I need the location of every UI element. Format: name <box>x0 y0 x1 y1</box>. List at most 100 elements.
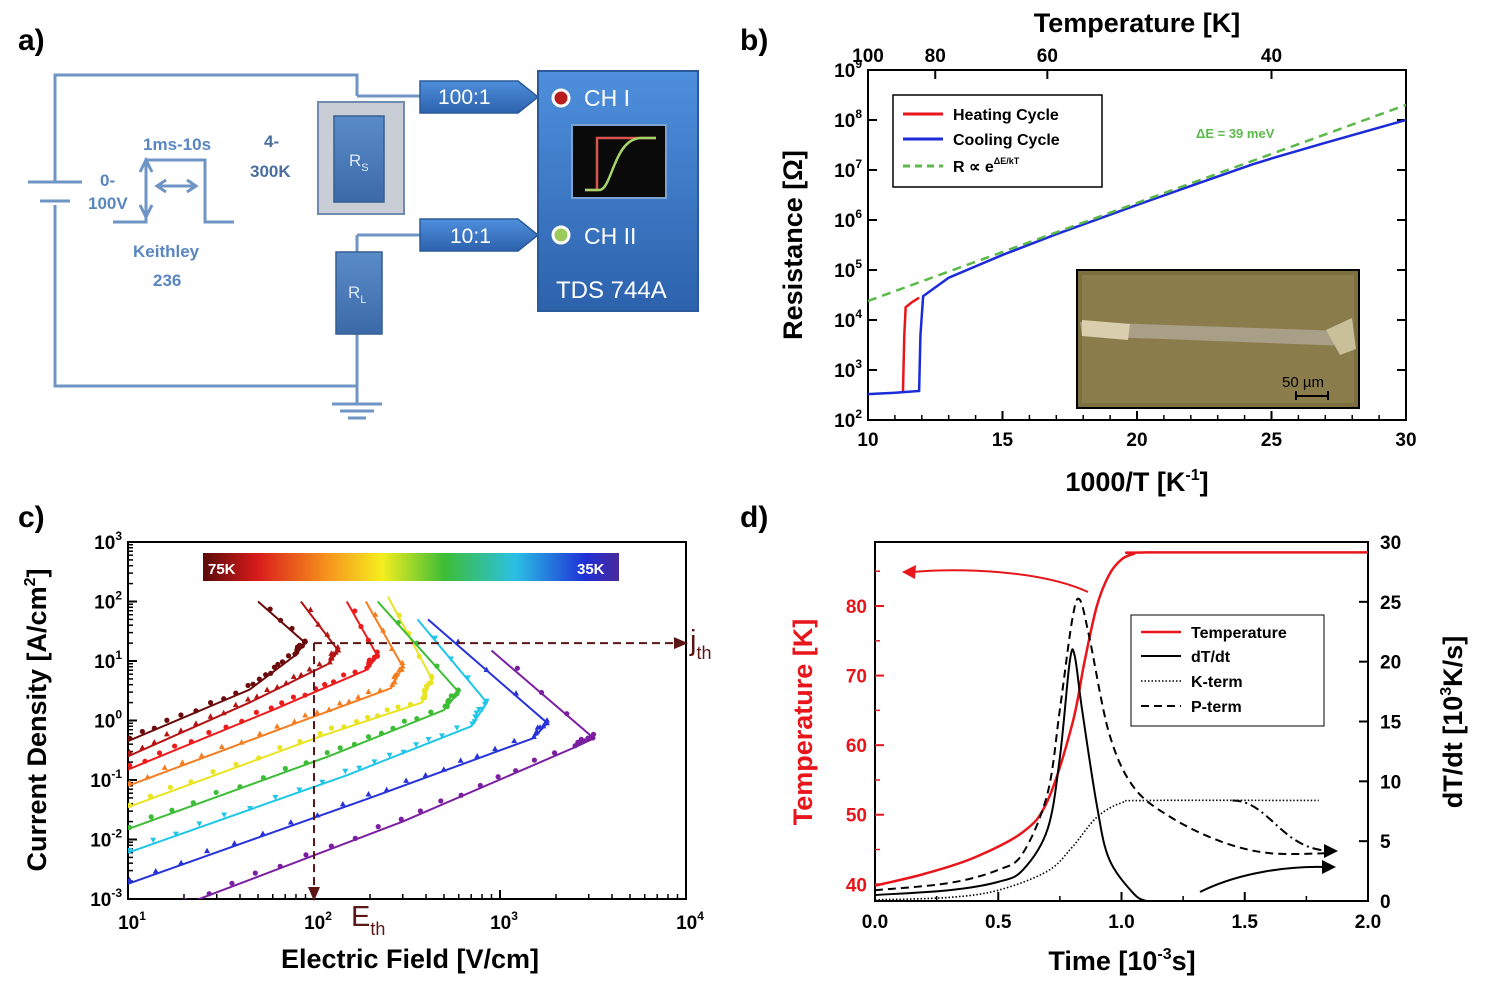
data-point <box>440 766 447 772</box>
chart-d-right-axis-title: dT/dt [103K/s] <box>1438 636 1468 808</box>
data-point <box>374 649 380 655</box>
activation-energy-annotation: ΔE = 39 meV <box>1196 126 1275 141</box>
x-tick-label: 2.0 <box>1355 912 1381 933</box>
data-point <box>438 733 445 739</box>
data-point <box>267 606 273 612</box>
data-point <box>434 663 440 669</box>
data-point <box>253 693 260 699</box>
data-point <box>464 675 471 681</box>
data-point <box>279 659 286 665</box>
ch1-label: CH I <box>584 85 630 111</box>
data-point <box>351 741 357 747</box>
data-point <box>514 665 520 671</box>
legend-temperature-label: Temperature <box>1191 625 1287 642</box>
data-point <box>581 738 587 744</box>
sample-resistor-rs <box>333 115 385 203</box>
top-tick-label: 80 <box>925 46 946 67</box>
data-point <box>279 700 285 706</box>
data-point <box>167 784 173 790</box>
data-point <box>223 724 229 730</box>
data-point <box>531 757 537 763</box>
legend-dtdt-label: dT/dt <box>1191 649 1231 666</box>
probe-10-1 <box>419 218 540 252</box>
data-point <box>139 728 145 735</box>
data-point <box>403 777 410 783</box>
data-point <box>150 837 157 844</box>
series-line <box>868 118 1406 396</box>
data-point <box>260 775 266 781</box>
y-tick-label: 103 <box>94 529 122 554</box>
series-fit-line <box>128 600 461 830</box>
data-point <box>372 611 379 617</box>
y-tick-label: 102 <box>834 407 862 432</box>
series-line <box>875 799 1319 901</box>
data-point <box>296 787 303 793</box>
data-point <box>218 743 225 750</box>
data-point <box>290 694 297 700</box>
data-point <box>151 739 158 745</box>
data-point <box>274 683 281 690</box>
legend-heating-label: Heating Cycle <box>953 107 1059 124</box>
data-point <box>432 635 439 642</box>
data-point <box>233 761 239 767</box>
data-point <box>564 711 570 717</box>
data-point <box>193 708 199 714</box>
y-tick-label: 106 <box>834 207 862 232</box>
data-point <box>128 824 133 831</box>
data-point <box>128 847 133 854</box>
data-point <box>530 733 537 740</box>
y-tick-label: 10-2 <box>90 827 122 852</box>
scope-screen <box>571 124 667 199</box>
data-point <box>206 891 212 897</box>
y-right-tick-label: 0 <box>1380 892 1391 913</box>
data-point <box>438 798 444 804</box>
data-point <box>144 773 151 780</box>
data-point <box>232 701 239 708</box>
top-tick-label: 60 <box>1037 46 1058 67</box>
data-point <box>128 802 133 808</box>
data-point <box>245 682 251 689</box>
threshold-current-label: jth <box>689 625 711 663</box>
data-point <box>139 744 146 750</box>
terms-sum-continuation <box>1232 799 1332 852</box>
data-point <box>307 606 314 612</box>
data-point <box>326 706 333 712</box>
data-point <box>256 676 262 682</box>
data-point <box>341 724 347 730</box>
arrow-to-right-axis-2-head <box>1324 844 1338 858</box>
data-point <box>371 759 378 765</box>
data-point <box>358 623 364 630</box>
colorbar-left-label: 75K <box>208 561 236 578</box>
data-point <box>374 713 381 719</box>
data-point <box>128 762 133 768</box>
data-point <box>422 692 428 698</box>
data-point <box>395 704 401 710</box>
data-point <box>220 709 227 716</box>
keithley-label-1: Keithley <box>133 242 200 261</box>
pulse-symbol <box>113 156 234 224</box>
data-point <box>190 800 196 806</box>
data-point <box>172 743 178 749</box>
data-point <box>473 710 480 716</box>
data-point <box>253 709 260 715</box>
data-point <box>239 718 245 724</box>
chart-c-frame <box>127 541 687 900</box>
data-point <box>422 772 429 778</box>
data-point <box>455 687 461 694</box>
data-point <box>302 638 308 644</box>
data-point <box>328 725 335 731</box>
y-tick-label: 104 <box>834 307 862 332</box>
data-point <box>352 669 358 675</box>
data-point <box>272 794 279 801</box>
series-fit-line <box>128 600 340 758</box>
data-point <box>188 779 194 785</box>
data-point <box>179 759 186 765</box>
data-point <box>271 664 278 670</box>
data-point <box>161 764 168 770</box>
data-point <box>368 658 375 664</box>
y-tick-label: 108 <box>834 107 862 132</box>
data-point <box>326 659 333 665</box>
